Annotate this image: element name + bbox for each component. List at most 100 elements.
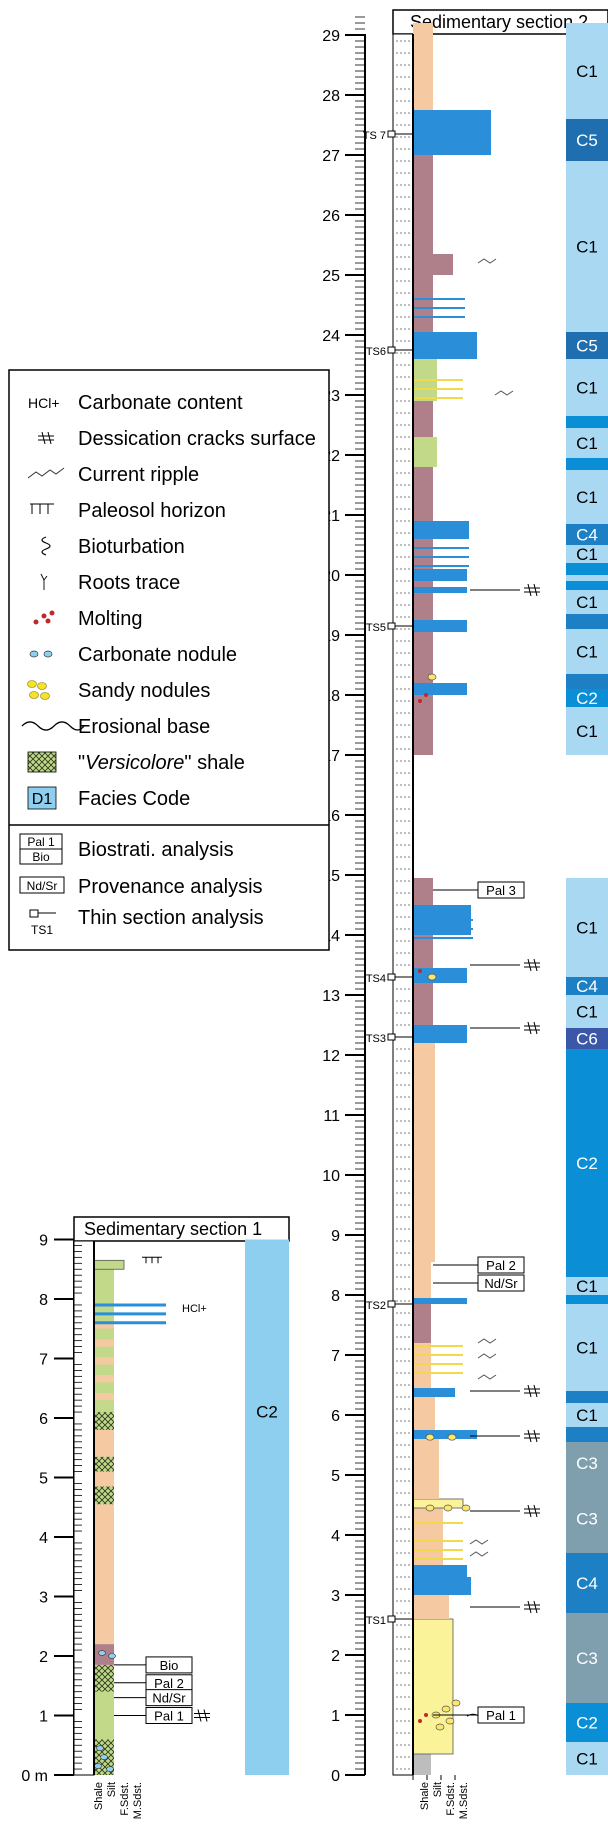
dessication-crack-icon bbox=[524, 1021, 540, 1035]
facies-label: C1 bbox=[576, 1339, 598, 1358]
carbonate-nodule bbox=[96, 1745, 104, 1752]
bioturbation-icon bbox=[41, 536, 51, 556]
facies-label: C1 bbox=[576, 62, 598, 81]
facies-label: C1 bbox=[576, 488, 598, 507]
facies-label: C1 bbox=[576, 545, 598, 564]
legend-label: "Versicolore" shale bbox=[78, 752, 245, 774]
limestone-bed bbox=[413, 1388, 455, 1397]
paleosol-bed bbox=[93, 1259, 125, 1270]
nodule-shape bbox=[27, 680, 37, 688]
facies-block-c1 bbox=[566, 707, 608, 755]
biostrati-symbol-top: Pal 1 bbox=[27, 835, 55, 849]
erosional-base-icon bbox=[21, 721, 85, 731]
legend-label: Paleosol horizon bbox=[78, 500, 226, 522]
thin-section-marker bbox=[387, 346, 396, 354]
section-1-facies-column: C2 bbox=[245, 1239, 289, 1775]
limestone-bed bbox=[413, 521, 469, 539]
thin-section-label: TS6 bbox=[366, 346, 386, 358]
section-2-lithology-strip bbox=[392, 33, 414, 1776]
section-2-facies-column: C1C2C3C4C3C3C1C1C1C2C6C1C4C1C1C2C1C1C1C4… bbox=[566, 23, 608, 1775]
facies-label: C5 bbox=[576, 131, 598, 150]
scale-label: 1 bbox=[331, 1708, 340, 1725]
molting-dot bbox=[45, 618, 51, 624]
carbonate-nodule bbox=[100, 1754, 108, 1760]
scale-label: 8 bbox=[331, 1288, 340, 1305]
scale-label: 6 bbox=[39, 1411, 48, 1428]
limestone-bed bbox=[413, 683, 467, 695]
facies-block-c4 bbox=[566, 1553, 608, 1613]
scale-label: 4 bbox=[39, 1530, 48, 1547]
grain-size-label: F.Sdst. bbox=[119, 1782, 131, 1816]
current-ripple-mark bbox=[477, 258, 497, 264]
scale-label: 7 bbox=[331, 1348, 340, 1365]
siltstone-bed bbox=[94, 1357, 114, 1365]
limestone-bed bbox=[413, 587, 467, 593]
facies-label: C6 bbox=[576, 1030, 598, 1049]
scale-label: 3 bbox=[331, 1588, 340, 1605]
facies-label: C2 bbox=[576, 1714, 598, 1733]
section-1-title-box bbox=[73, 1216, 290, 1242]
facies-label: C1 bbox=[576, 643, 598, 662]
siltstone-bed bbox=[413, 1508, 443, 1565]
grain-size-label: Shale bbox=[93, 1782, 105, 1810]
legend-label: Molting bbox=[78, 608, 142, 630]
versicolore-shale-bed bbox=[94, 1412, 114, 1430]
sample-label: Nd/Sr bbox=[152, 1691, 186, 1706]
scale-label: 28 bbox=[322, 88, 340, 105]
limestone-bed bbox=[413, 1577, 471, 1595]
scale-label: 25 bbox=[322, 268, 340, 285]
facies-block-c4 bbox=[566, 524, 608, 545]
legend-label-em: Versicolore bbox=[85, 752, 184, 774]
provenance-symbol-box bbox=[19, 876, 65, 894]
siltstone-bed bbox=[94, 1504, 114, 1645]
sample-label: Pal 1 bbox=[486, 1708, 516, 1723]
facies-block-c5 bbox=[566, 119, 608, 161]
facies-code-icon bbox=[27, 786, 57, 810]
thin-section-marker bbox=[387, 130, 396, 138]
facies-block-c1 bbox=[566, 161, 608, 332]
scale-label: 10 bbox=[322, 1168, 340, 1185]
facies-block-c1 bbox=[566, 590, 608, 614]
facies-block-c2 bbox=[566, 416, 608, 428]
paleosol-bed bbox=[413, 437, 437, 467]
nodule bbox=[445, 1717, 455, 1725]
legend-label: Sandy nodules bbox=[78, 680, 210, 702]
nodule-shape bbox=[37, 682, 47, 690]
sample-label: Nd/Sr bbox=[484, 1276, 518, 1291]
current-ripple-mark bbox=[469, 1539, 489, 1545]
scale-label: 5 bbox=[331, 1468, 340, 1485]
molting-mark bbox=[424, 1713, 428, 1717]
dessication-crack-icon bbox=[524, 1384, 540, 1398]
sample-label: Pal 2 bbox=[486, 1258, 516, 1273]
limestone-bed bbox=[413, 1298, 467, 1304]
nodule bbox=[425, 1504, 435, 1512]
facies-block-c2 bbox=[566, 563, 608, 575]
thin-section-marker bbox=[387, 1615, 396, 1623]
siltstone-bed bbox=[94, 1339, 114, 1347]
versicolore-shale-icon bbox=[27, 751, 57, 773]
facies-label: C1 bbox=[576, 1277, 598, 1296]
versicolore-shale-bed bbox=[94, 1664, 114, 1692]
sandstone-bed bbox=[412, 1498, 464, 1509]
limestone-bed bbox=[413, 1565, 467, 1577]
grain-size-label: F.Sdst. bbox=[445, 1782, 457, 1816]
scale-label: 27 bbox=[322, 148, 340, 165]
facies-label: C4 bbox=[576, 977, 598, 996]
facies-label: C1 bbox=[576, 1003, 598, 1022]
thin-section-label: TS3 bbox=[366, 1033, 386, 1045]
limestone-bed bbox=[413, 968, 467, 983]
mudstone-bed bbox=[413, 983, 433, 1025]
thin-section-marker bbox=[387, 1033, 396, 1041]
current-ripple-mark bbox=[494, 390, 514, 396]
legend-label: Carbonate content bbox=[78, 392, 243, 414]
facies-block-c1 bbox=[566, 995, 608, 1028]
scale-label: 9 bbox=[39, 1233, 48, 1250]
nodule bbox=[461, 1504, 471, 1512]
facies-block-c4 bbox=[566, 614, 608, 629]
roots-trace-icon bbox=[40, 573, 48, 590]
legend-label: Thin section analysis bbox=[78, 907, 264, 929]
sandy-nodules-icon bbox=[27, 680, 50, 700]
